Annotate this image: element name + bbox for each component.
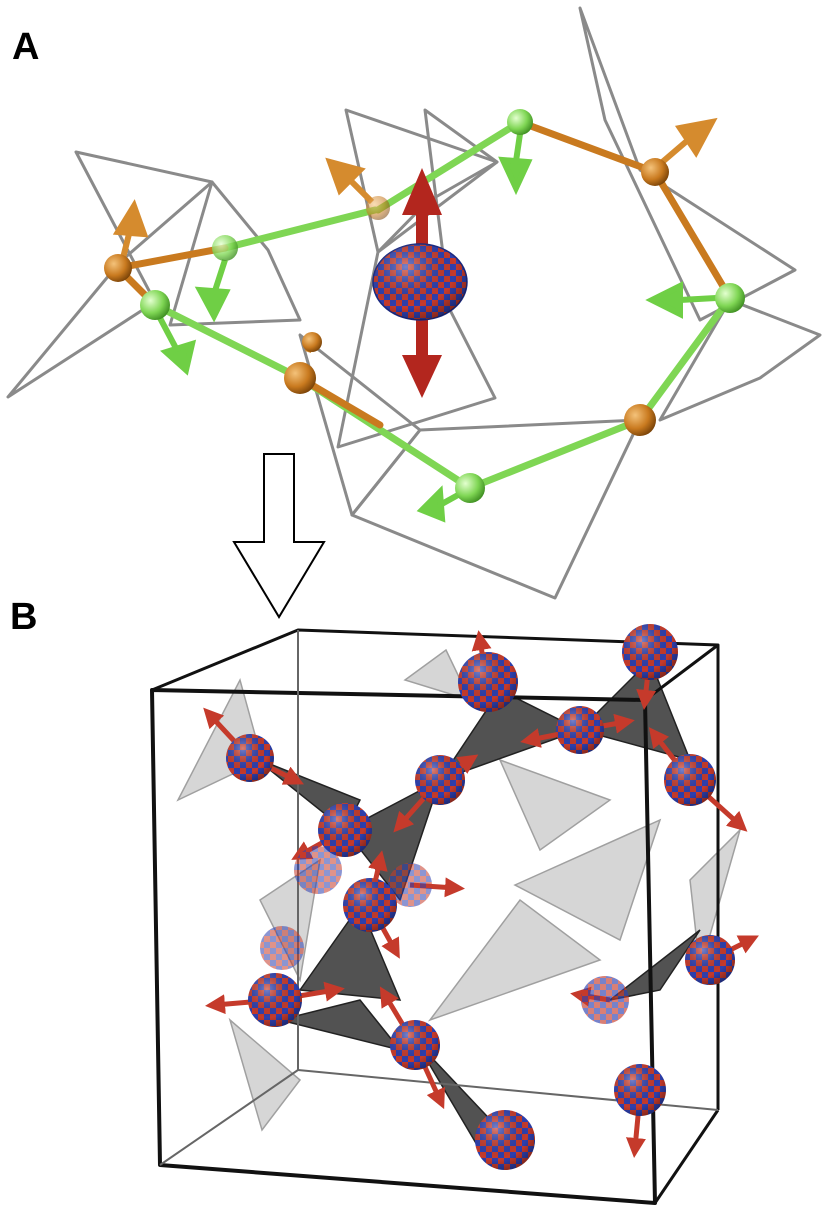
spin-ball: [260, 926, 304, 970]
spin-ball: [294, 846, 342, 894]
spin-ball: [226, 734, 274, 782]
spin-ball: [388, 863, 432, 907]
spin-ball: [458, 652, 518, 712]
spin-ball: [581, 976, 629, 1024]
spin-ball: [390, 1020, 440, 1070]
green-moment-arrows: [157, 133, 717, 523]
spin-ball: [318, 803, 372, 857]
panel-a-diagram: [6, 6, 822, 619]
spin-ball: [614, 1064, 666, 1116]
spin-ball: [475, 1110, 535, 1170]
spin-ball: [248, 973, 302, 1027]
panel-label-a: A: [12, 26, 40, 68]
tetrahedra-wireframes: [6, 6, 822, 600]
spin-ball: [556, 706, 604, 754]
panel-b-diagram: [150, 624, 759, 1205]
spin-ball: [343, 878, 397, 932]
panel-label-b: B: [10, 596, 38, 638]
transition-arrow: [232, 453, 326, 619]
green-atoms: [140, 109, 745, 503]
orange-atoms: [104, 158, 669, 436]
spin-ball: [664, 754, 716, 806]
spin-density-balls: [226, 624, 735, 1170]
spin-ball: [415, 755, 465, 805]
central-spin-moment: [372, 168, 468, 398]
spin-ball: [622, 624, 678, 680]
spin-ball: [685, 935, 735, 985]
